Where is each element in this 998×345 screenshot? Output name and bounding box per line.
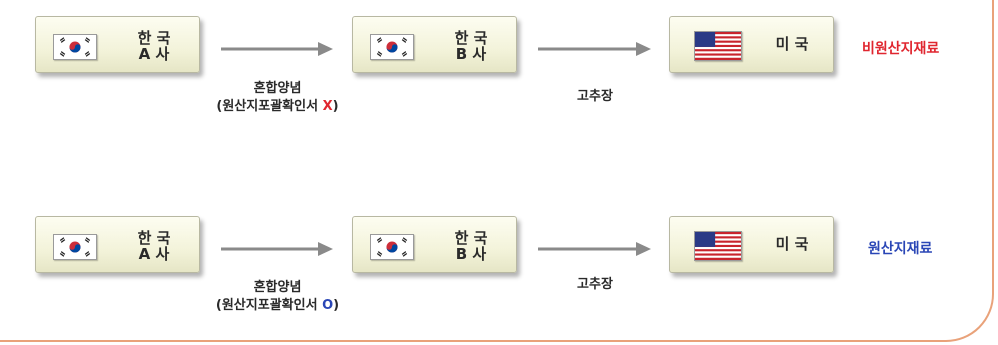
certificate-mark: X	[322, 99, 333, 114]
certificate-close: )	[333, 298, 340, 313]
arrow-right-icon	[221, 242, 333, 256]
korea-flag-icon	[370, 34, 414, 60]
edge-label-gochujang: 고추장	[555, 88, 635, 106]
certificate-note: (원산지포괄확인서 O)	[190, 297, 365, 315]
status-label-non-originating: 비원산지재료	[862, 41, 940, 57]
node-label: 미 국	[762, 36, 822, 52]
company-name: A 사	[138, 245, 170, 263]
country-name: 한 국	[137, 229, 171, 247]
certificate-text: (원산지포괄확인서	[216, 99, 323, 114]
arrow-right-icon	[538, 42, 651, 56]
node-label: 한 국 B 사	[421, 30, 521, 62]
korea-flag-icon	[53, 34, 97, 60]
product-name: 혼합양념	[253, 280, 302, 295]
korea-flag-icon	[370, 234, 414, 260]
arrow-right-icon	[538, 242, 651, 256]
usa-flag-icon	[694, 231, 742, 261]
node-label: 한 국 B 사	[421, 230, 521, 262]
node-korea-company-a: 한 국 A 사	[35, 216, 200, 273]
product-name: 혼합양념	[253, 81, 302, 96]
edge-label-seasoning: 혼합양념 (원산지포괄확인서 O)	[190, 279, 365, 315]
node-korea-company-a: 한 국 A 사	[35, 16, 200, 73]
edge-label-gochujang: 고추장	[555, 276, 635, 294]
country-name: 한 국	[454, 229, 488, 247]
node-usa: 미 국	[669, 216, 834, 273]
certificate-note: (원산지포괄확인서 X)	[190, 98, 365, 116]
node-label: 한 국 A 사	[104, 30, 204, 62]
country-name: 미 국	[775, 35, 809, 53]
certificate-text: (원산지포괄확인서	[215, 298, 323, 313]
company-name: A 사	[138, 45, 170, 63]
status-label-originating: 원산지재료	[868, 241, 933, 257]
certificate-mark: O	[322, 298, 334, 313]
product-name: 고추장	[577, 89, 613, 104]
node-korea-company-b: 한 국 B 사	[352, 16, 517, 73]
country-name: 한 국	[454, 29, 488, 47]
country-name: 한 국	[137, 29, 171, 47]
node-label: 한 국 A 사	[104, 230, 204, 262]
certificate-close: )	[332, 99, 339, 114]
usa-flag-icon	[694, 31, 742, 61]
korea-flag-icon	[53, 234, 97, 260]
company-name: B 사	[455, 45, 487, 63]
company-name: B 사	[455, 245, 487, 263]
country-name: 미 국	[775, 235, 809, 253]
node-usa: 미 국	[669, 16, 834, 73]
node-label: 미 국	[762, 236, 822, 252]
node-korea-company-b: 한 국 B 사	[352, 216, 517, 273]
product-name: 고추장	[577, 277, 613, 292]
edge-label-seasoning: 혼합양념 (원산지포괄확인서 X)	[190, 80, 365, 116]
arrow-right-icon	[221, 42, 333, 56]
